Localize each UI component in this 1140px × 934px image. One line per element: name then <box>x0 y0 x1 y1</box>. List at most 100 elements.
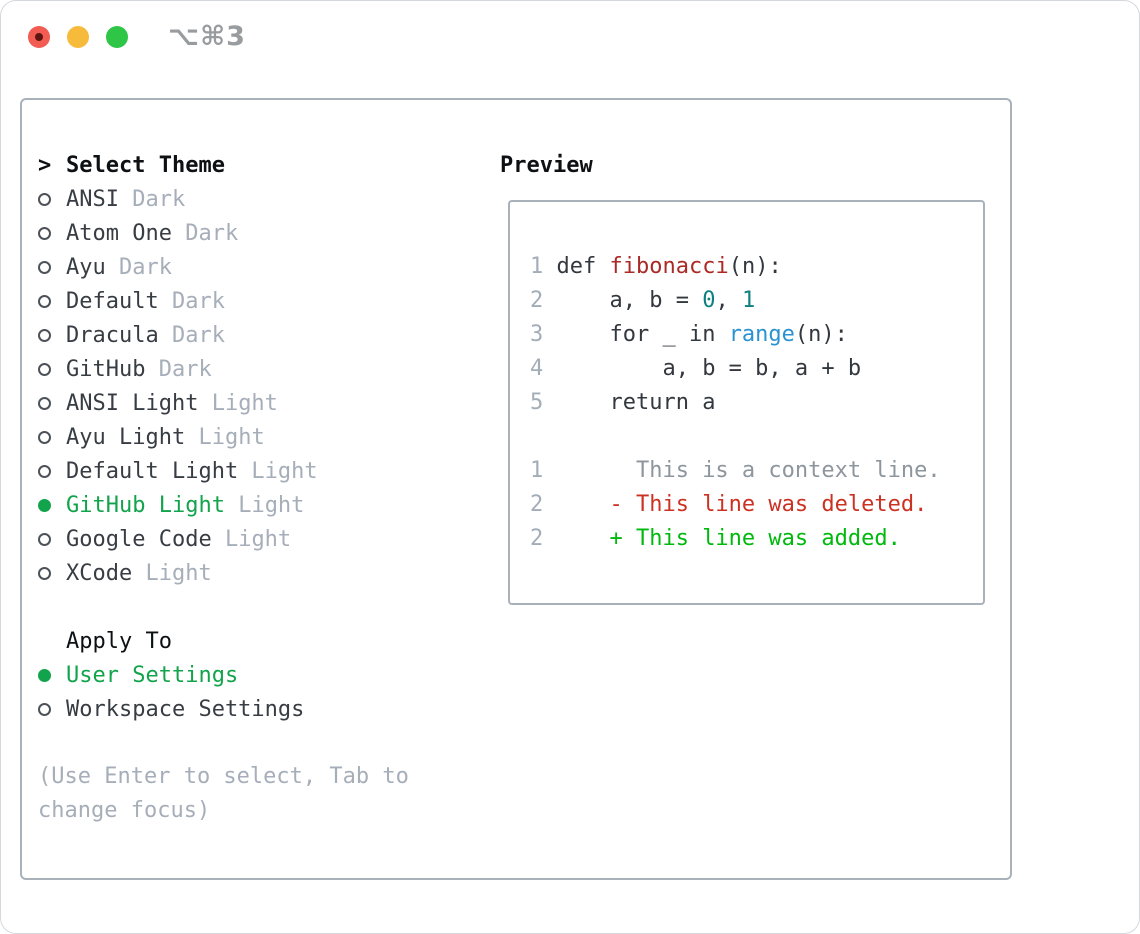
theme-name: ANSI <box>66 186 119 212</box>
theme-variant: Dark <box>145 356 212 382</box>
prompt-icon: > <box>38 152 52 178</box>
theme-variant: Light <box>132 560 212 586</box>
select-theme-header: > Select Theme <box>38 148 500 182</box>
radio-icon <box>38 362 51 376</box>
code-line: 5 return a <box>530 386 983 420</box>
radio-icon <box>38 532 66 546</box>
select-theme-title: Select Theme <box>66 152 225 178</box>
theme-option-google-code[interactable]: Google Code Light <box>38 522 500 556</box>
radio-icon <box>38 192 66 206</box>
theme-name: Ayu <box>66 254 106 280</box>
theme-variant: Light <box>224 492 305 518</box>
code-token-code: a, b = <box>543 288 703 313</box>
theme-option-github[interactable]: GitHub Dark <box>38 352 500 386</box>
code-line: 1 def fibonacci(n): <box>530 250 983 284</box>
close-dot-icon <box>35 33 43 41</box>
traffic-lights <box>28 26 128 48</box>
code-token-call: range <box>728 322 795 347</box>
theme-option-dracula[interactable]: Dracula Dark <box>38 318 500 352</box>
theme-option-ansi-light[interactable]: ANSI Light Light <box>38 386 500 420</box>
apply-option-workspace-settings[interactable]: Workspace Settings <box>38 692 500 726</box>
radio-icon <box>38 328 51 342</box>
theme-option-ansi[interactable]: ANSI Dark <box>38 182 500 216</box>
code-token-code: (n): <box>794 322 848 347</box>
theme-name: Default <box>66 288 159 314</box>
code-token-num: 1 <box>530 254 557 279</box>
spacer <box>38 726 500 760</box>
radio-icon <box>38 260 66 274</box>
code-token-code: for _ in <box>543 322 729 347</box>
theme-variant: Light <box>198 390 278 416</box>
theme-option-github-light[interactable]: GitHub Light Light <box>38 488 500 522</box>
radio-selected-icon <box>38 498 51 512</box>
window-title: ⌥⌘3 <box>168 21 246 52</box>
code-token-lit: 1 <box>741 288 756 313</box>
theme-name: Ayu Light <box>66 424 186 450</box>
code-line: 4 a, b = b, a + b <box>530 352 983 386</box>
theme-option-ayu[interactable]: Ayu Dark <box>38 250 500 284</box>
spacer <box>38 590 500 624</box>
radio-icon <box>38 294 66 308</box>
theme-option-xcode[interactable]: XCode Light <box>38 556 500 590</box>
theme-name: Default Light <box>66 458 239 484</box>
radio-icon <box>38 260 51 274</box>
preview-column: Preview 1 def fibonacci(n):2 a, b = 0, 1… <box>500 148 1010 878</box>
code-token-num: 5 <box>530 390 544 415</box>
code-token-code: (n): <box>728 254 782 279</box>
theme-name: ANSI Light <box>66 390 199 416</box>
theme-name: XCode <box>66 560 133 586</box>
zoom-button[interactable] <box>106 26 128 48</box>
radio-icon <box>38 430 66 444</box>
apply-to-title: Apply To <box>66 628 172 654</box>
radio-icon <box>38 396 66 410</box>
radio-icon <box>38 566 51 580</box>
code-line: 2 a, b = 0, 1 <box>530 284 983 318</box>
radio-icon <box>38 532 51 546</box>
apply-to-header-row: Apply To <box>38 624 500 658</box>
radio-icon <box>38 702 51 716</box>
code-token-code: a, b = b, a + b <box>543 356 862 381</box>
theme-option-ayu-light[interactable]: Ayu Light Light <box>38 420 500 454</box>
radio-icon <box>38 328 66 342</box>
theme-variant: Dark <box>105 254 172 280</box>
code-token-num: 2 <box>530 526 544 551</box>
theme-name: Google Code <box>66 526 212 552</box>
code-token-num: 1 <box>530 458 544 483</box>
apply-option-label: Workspace Settings <box>66 696 305 722</box>
code-token-code: return a <box>543 390 716 415</box>
code-token-num: 4 <box>530 356 544 381</box>
apply-option-label: User Settings <box>66 662 239 688</box>
preview-header-row: Preview <box>500 148 1010 182</box>
radio-icon <box>38 464 66 478</box>
theme-variant: Light <box>238 458 318 484</box>
code-token-code: def <box>556 254 610 279</box>
theme-variant: Dark <box>158 322 225 348</box>
preview-title: Preview <box>500 152 593 178</box>
radio-icon <box>38 464 51 478</box>
code-line: 2 + This line was added. <box>530 522 983 556</box>
theme-option-default[interactable]: Default Dark <box>38 284 500 318</box>
radio-icon <box>38 226 51 240</box>
radio-selected-icon <box>38 668 51 682</box>
theme-option-atom-one[interactable]: Atom One Dark <box>38 216 500 250</box>
minimize-button[interactable] <box>67 26 89 48</box>
theme-option-default-light[interactable]: Default Light Light <box>38 454 500 488</box>
code-token-num: 2 <box>530 288 544 313</box>
close-button[interactable] <box>28 26 50 48</box>
theme-variant: Dark <box>158 288 225 314</box>
radio-icon <box>38 192 51 206</box>
theme-variant: Light <box>211 526 292 552</box>
theme-variant: Dark <box>171 220 239 246</box>
radio-icon <box>38 294 51 308</box>
radio-icon <box>38 566 66 580</box>
code-token-del: - This line was deleted. <box>543 492 928 517</box>
radio-selected-icon <box>38 668 66 682</box>
code-line: 1 This is a context line. <box>530 454 983 488</box>
help-text: (Use Enter to select, Tab to change focu… <box>38 764 409 823</box>
apply-option-user-settings[interactable]: User Settings <box>38 658 500 692</box>
code-token-lit: 0 <box>702 288 716 313</box>
